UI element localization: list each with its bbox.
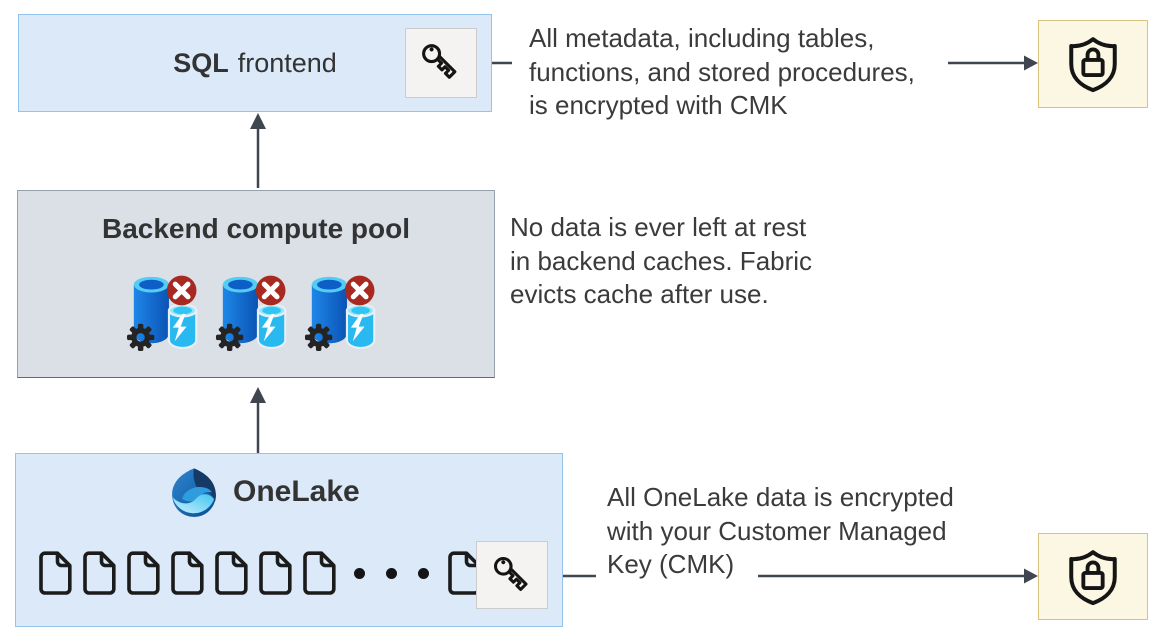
arrowhead-right-shield-bottom (1024, 568, 1038, 584)
sql-frontend-title: SQL frontend (173, 48, 337, 79)
cache-node-row (126, 267, 386, 355)
note-line: evicts cache after use. (510, 279, 769, 309)
onelake-title: OneLake (233, 475, 360, 508)
onelake-key-chip (476, 541, 548, 609)
document-icon (38, 551, 72, 595)
cache-database-icon (126, 267, 208, 355)
note-line: No data is ever left at rest (510, 212, 807, 242)
node-sql-frontend: SQL frontend (18, 14, 492, 112)
document-icon (258, 551, 292, 595)
cache-database-icon (215, 267, 297, 355)
arrowhead-up-sql (250, 113, 266, 129)
note-line: functions, and stored procedures, (529, 56, 915, 87)
sql-key-chip (405, 28, 477, 98)
onelake-logo (166, 464, 222, 520)
note-backend-cache: No data is ever left at rest in backend … (510, 211, 812, 312)
note-line: All OneLake data is encrypted (607, 482, 954, 512)
onelake-header: OneLake (166, 464, 360, 520)
node-backend-compute-pool: Backend compute pool (17, 190, 495, 378)
key-icon (490, 553, 535, 598)
ellipsis-dots (354, 567, 429, 579)
node-onelake: OneLake (15, 453, 563, 627)
dot (386, 567, 397, 579)
dot (418, 567, 429, 579)
sql-frontend-title-regular: frontend (237, 47, 337, 78)
note-line: with your Customer Managed (607, 515, 947, 546)
sql-frontend-title-bold: SQL (173, 47, 229, 78)
document-icon (126, 551, 160, 595)
note-line: Key (CMK) (607, 549, 735, 579)
shield-chip-bottom (1038, 533, 1148, 620)
arrowhead-right-shield-top (1024, 55, 1038, 71)
note-line: is encrypted with CMK (529, 90, 788, 120)
document-row (38, 551, 481, 595)
key-icon (418, 40, 464, 86)
document-icon (170, 551, 204, 595)
cache-database-icon (304, 267, 386, 355)
note-onelake-encryption: All OneLake data is encrypted with your … (607, 481, 954, 582)
document-icon (302, 551, 336, 595)
arrowhead-up-backend (250, 387, 266, 403)
shield-lock-icon (1064, 548, 1122, 606)
note-line: All metadata, including tables, (529, 23, 875, 53)
document-icon (82, 551, 116, 595)
dot (354, 567, 365, 579)
note-metadata-encryption: All metadata, including tables, function… (529, 22, 915, 123)
shield-lock-icon (1064, 35, 1122, 93)
document-icon (214, 551, 248, 595)
note-line: in backend caches. Fabric (510, 245, 813, 276)
backend-pool-title: Backend compute pool (101, 213, 411, 244)
shield-chip-top (1038, 20, 1148, 108)
